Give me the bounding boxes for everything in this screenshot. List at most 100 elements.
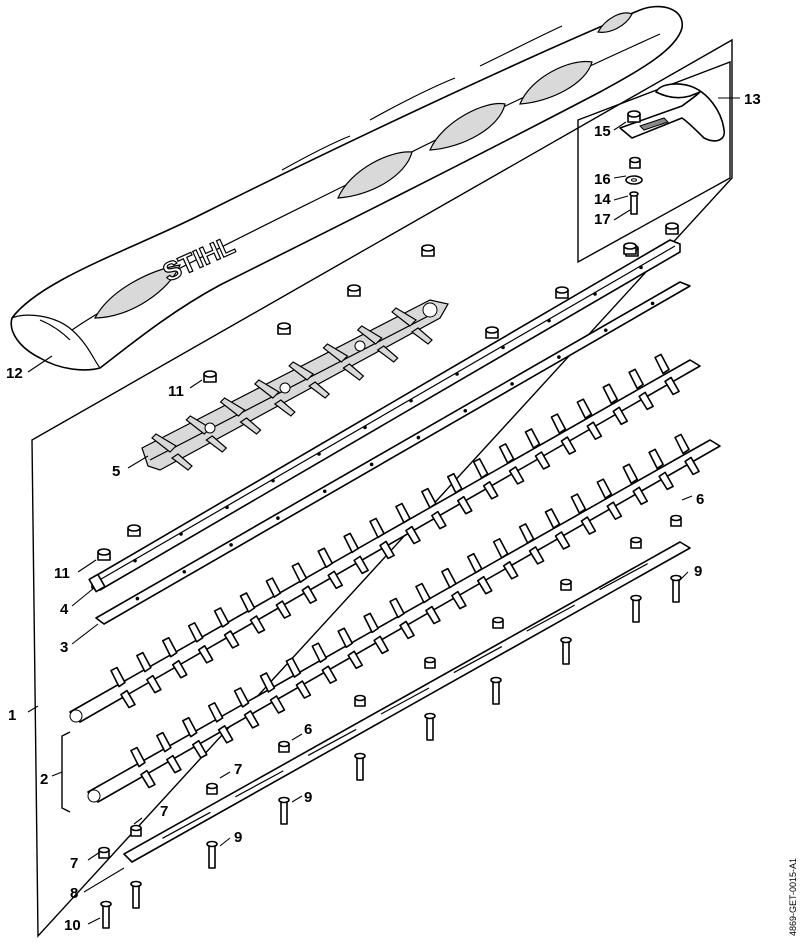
blade-tooth bbox=[146, 674, 162, 694]
blade-tooth bbox=[285, 657, 302, 678]
callout-15: 15 bbox=[594, 123, 611, 140]
spacer-group bbox=[98, 514, 682, 859]
carrier-tooth bbox=[170, 453, 193, 471]
blade-tooth bbox=[674, 433, 690, 455]
blade-tooth bbox=[269, 695, 286, 714]
spacer bbox=[670, 514, 682, 527]
blade-tooth bbox=[389, 597, 405, 619]
screw-group bbox=[100, 574, 682, 929]
blade-tooth bbox=[472, 458, 489, 479]
screw-head bbox=[560, 636, 572, 644]
callout-7: 7 bbox=[70, 855, 78, 872]
callout-2: 2 bbox=[40, 771, 48, 788]
cutting-blade-upper bbox=[69, 353, 701, 723]
blade-tooth bbox=[476, 575, 493, 595]
blade-tooth bbox=[275, 600, 292, 619]
screw-head bbox=[630, 594, 642, 602]
blade-scabbard: STIHL bbox=[10, 5, 683, 371]
blade-tooth bbox=[395, 502, 411, 524]
hex-nut-11 bbox=[555, 286, 569, 299]
strip-hole bbox=[650, 301, 655, 306]
spacer-top bbox=[560, 578, 572, 586]
carrier-hole bbox=[279, 382, 291, 394]
screw bbox=[490, 676, 502, 705]
blade-tooth bbox=[502, 561, 519, 580]
hex-nut-15 bbox=[627, 110, 641, 123]
blade-tooth bbox=[223, 630, 240, 649]
scabbard-window-5 bbox=[597, 12, 633, 33]
carrier-tooth bbox=[273, 399, 296, 417]
blade-tooth bbox=[120, 689, 136, 709]
spacer-top bbox=[278, 740, 290, 748]
strip-hole bbox=[182, 569, 187, 574]
strip-hole bbox=[229, 543, 233, 547]
callout-16: 16 bbox=[594, 171, 611, 188]
cutting-blade-lower bbox=[87, 433, 721, 803]
blade-tooth bbox=[373, 635, 389, 655]
blade-tooth bbox=[421, 487, 437, 509]
strip-hole bbox=[276, 516, 280, 520]
blade-tooth bbox=[321, 665, 338, 684]
nut-top bbox=[421, 244, 435, 252]
callout-17: 17 bbox=[594, 211, 611, 228]
blade-strip-3 bbox=[95, 281, 691, 625]
strip-hole bbox=[510, 382, 514, 386]
rail-hole bbox=[271, 478, 275, 483]
blade-tooth bbox=[171, 659, 188, 679]
blade-tooth bbox=[560, 436, 577, 455]
blade-tooth bbox=[431, 510, 447, 530]
spacer bbox=[630, 536, 642, 549]
strip-slot bbox=[307, 728, 357, 756]
blade-tooth bbox=[544, 508, 561, 529]
strip-hole bbox=[557, 355, 561, 359]
hex-nut-11 bbox=[203, 370, 217, 383]
blade-tooth bbox=[191, 739, 208, 759]
screw-shank bbox=[102, 903, 110, 929]
scabbard-window-2 bbox=[337, 151, 413, 199]
blade-tooth bbox=[580, 516, 597, 535]
spacer bbox=[130, 824, 142, 837]
strip-slot bbox=[234, 770, 284, 798]
spacer-top bbox=[206, 782, 218, 790]
screw-shank bbox=[426, 715, 434, 741]
blade-tooth bbox=[648, 448, 664, 470]
blade-tooth bbox=[658, 471, 674, 491]
blade-tooth bbox=[353, 555, 369, 575]
screw-shank bbox=[280, 799, 288, 825]
carrier-tooth bbox=[219, 397, 246, 417]
hex-nut-11 bbox=[665, 222, 679, 235]
callout-10: 10 bbox=[64, 917, 81, 934]
blade-tooth bbox=[166, 754, 182, 774]
strip-slot bbox=[453, 646, 503, 674]
rail-hole bbox=[593, 292, 597, 296]
nut-group-top bbox=[97, 222, 679, 561]
blade-hole bbox=[69, 709, 83, 723]
blade-tooth bbox=[337, 627, 354, 649]
blade-tooth bbox=[498, 443, 515, 464]
carrier-hole bbox=[204, 422, 216, 434]
callout-7: 7 bbox=[234, 761, 242, 778]
screw-shank bbox=[632, 597, 640, 623]
carrier-tooth bbox=[308, 381, 331, 399]
blade-tooth bbox=[249, 615, 266, 634]
hex-nut-11 bbox=[97, 548, 111, 561]
strip-slot bbox=[599, 563, 648, 591]
blade-tooth bbox=[239, 592, 256, 613]
spacer-top bbox=[424, 656, 436, 664]
blade-tooth bbox=[295, 680, 312, 699]
blade-tooth bbox=[684, 456, 700, 476]
nut-top bbox=[203, 370, 217, 378]
hand-guard bbox=[619, 83, 726, 142]
blade-tooth bbox=[259, 672, 276, 693]
spacer bbox=[98, 846, 110, 859]
blade-tooth bbox=[347, 650, 364, 670]
blade-tooth bbox=[586, 421, 603, 440]
callout-5: 5 bbox=[112, 463, 120, 480]
carrier-tooth bbox=[253, 379, 280, 399]
nut-top bbox=[277, 322, 291, 330]
spacer bbox=[492, 616, 504, 629]
nut-top bbox=[485, 326, 499, 334]
screw bbox=[354, 752, 366, 781]
nut-top bbox=[97, 548, 111, 556]
spacer bbox=[354, 694, 366, 707]
